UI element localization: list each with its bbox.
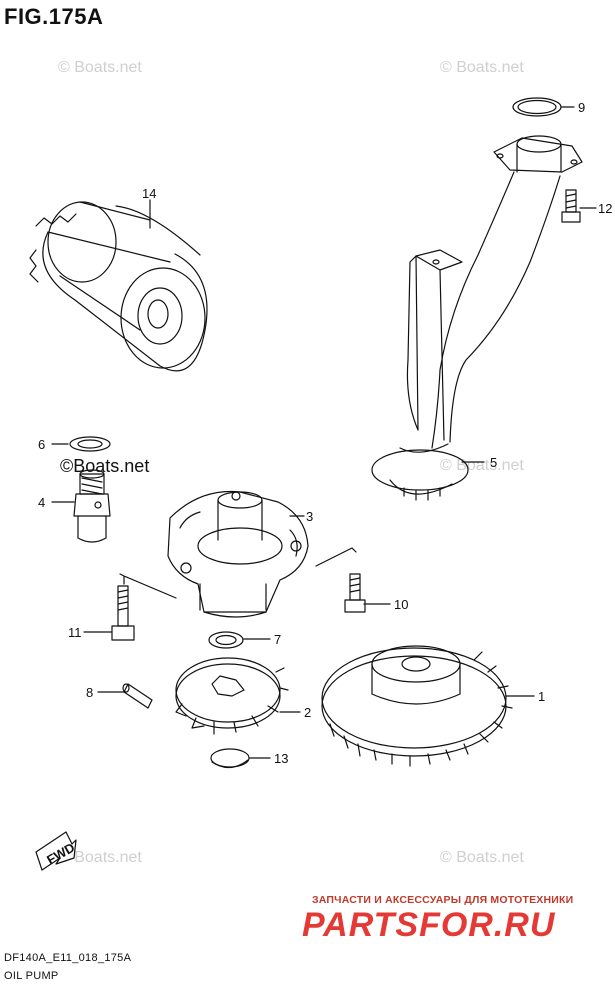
bolt xyxy=(111,585,135,641)
figure-title: FIG.175A xyxy=(4,4,104,29)
figure-name: OIL PUMP xyxy=(4,970,59,982)
callout-4: 4 xyxy=(38,495,45,510)
fwd-arrow-icon xyxy=(35,831,77,871)
callout-1: 1 xyxy=(538,689,545,704)
callout-6: 6 xyxy=(38,437,45,452)
watermarks: © Boats.net © Boats.net © Boats.net © Bo… xyxy=(58,59,524,866)
watermark: © Boats.net xyxy=(440,59,524,76)
oil-pressure-switch xyxy=(73,469,111,543)
washer xyxy=(208,631,244,649)
callout-9: 9 xyxy=(578,100,585,115)
watermark: © Boats.net xyxy=(440,849,524,866)
bolt xyxy=(561,189,581,223)
watermark: © Boats.net xyxy=(58,59,142,76)
callout-2: 2 xyxy=(304,705,311,720)
watermark: © Boats.net xyxy=(440,457,524,474)
circlip xyxy=(210,748,250,769)
oil-filter xyxy=(29,201,208,372)
callout-14: 14 xyxy=(142,186,156,201)
callouts: 14 9 12 6 4 5 3 10 11 7 8 2 1 13 FWD xyxy=(38,100,612,867)
o-ring xyxy=(512,97,562,117)
promo-brand: PARTSFOR.RU xyxy=(302,906,556,944)
callout-5: 5 xyxy=(490,455,497,470)
watermark: © Boats.net xyxy=(58,849,142,866)
callout-10: 10 xyxy=(394,597,408,612)
watermark-overlay: ©Boats.net xyxy=(60,456,149,476)
oil-pump-gear xyxy=(321,645,513,767)
assembly-bracket xyxy=(119,547,357,599)
callout-8: 8 xyxy=(86,685,93,700)
pin xyxy=(122,683,153,709)
callout-7: 7 xyxy=(274,632,281,647)
promo-tagline: ЗАПЧАСТИ И АКСЕССУАРЫ ДЛЯ МОТОТЕХНИКИ xyxy=(312,894,574,906)
bolt xyxy=(344,573,366,613)
callout-3: 3 xyxy=(306,509,313,524)
drawing-code: DF140A_E11_018_175A xyxy=(4,952,132,964)
callout-13: 13 xyxy=(274,751,288,766)
oil-pump-body xyxy=(167,490,309,618)
gasket xyxy=(69,436,111,452)
oil-strainer xyxy=(371,135,583,501)
callout-11: 11 xyxy=(68,625,82,640)
oil-pump-drive-gear xyxy=(175,657,289,735)
leader-lines xyxy=(51,106,597,759)
callout-12: 12 xyxy=(598,201,612,216)
